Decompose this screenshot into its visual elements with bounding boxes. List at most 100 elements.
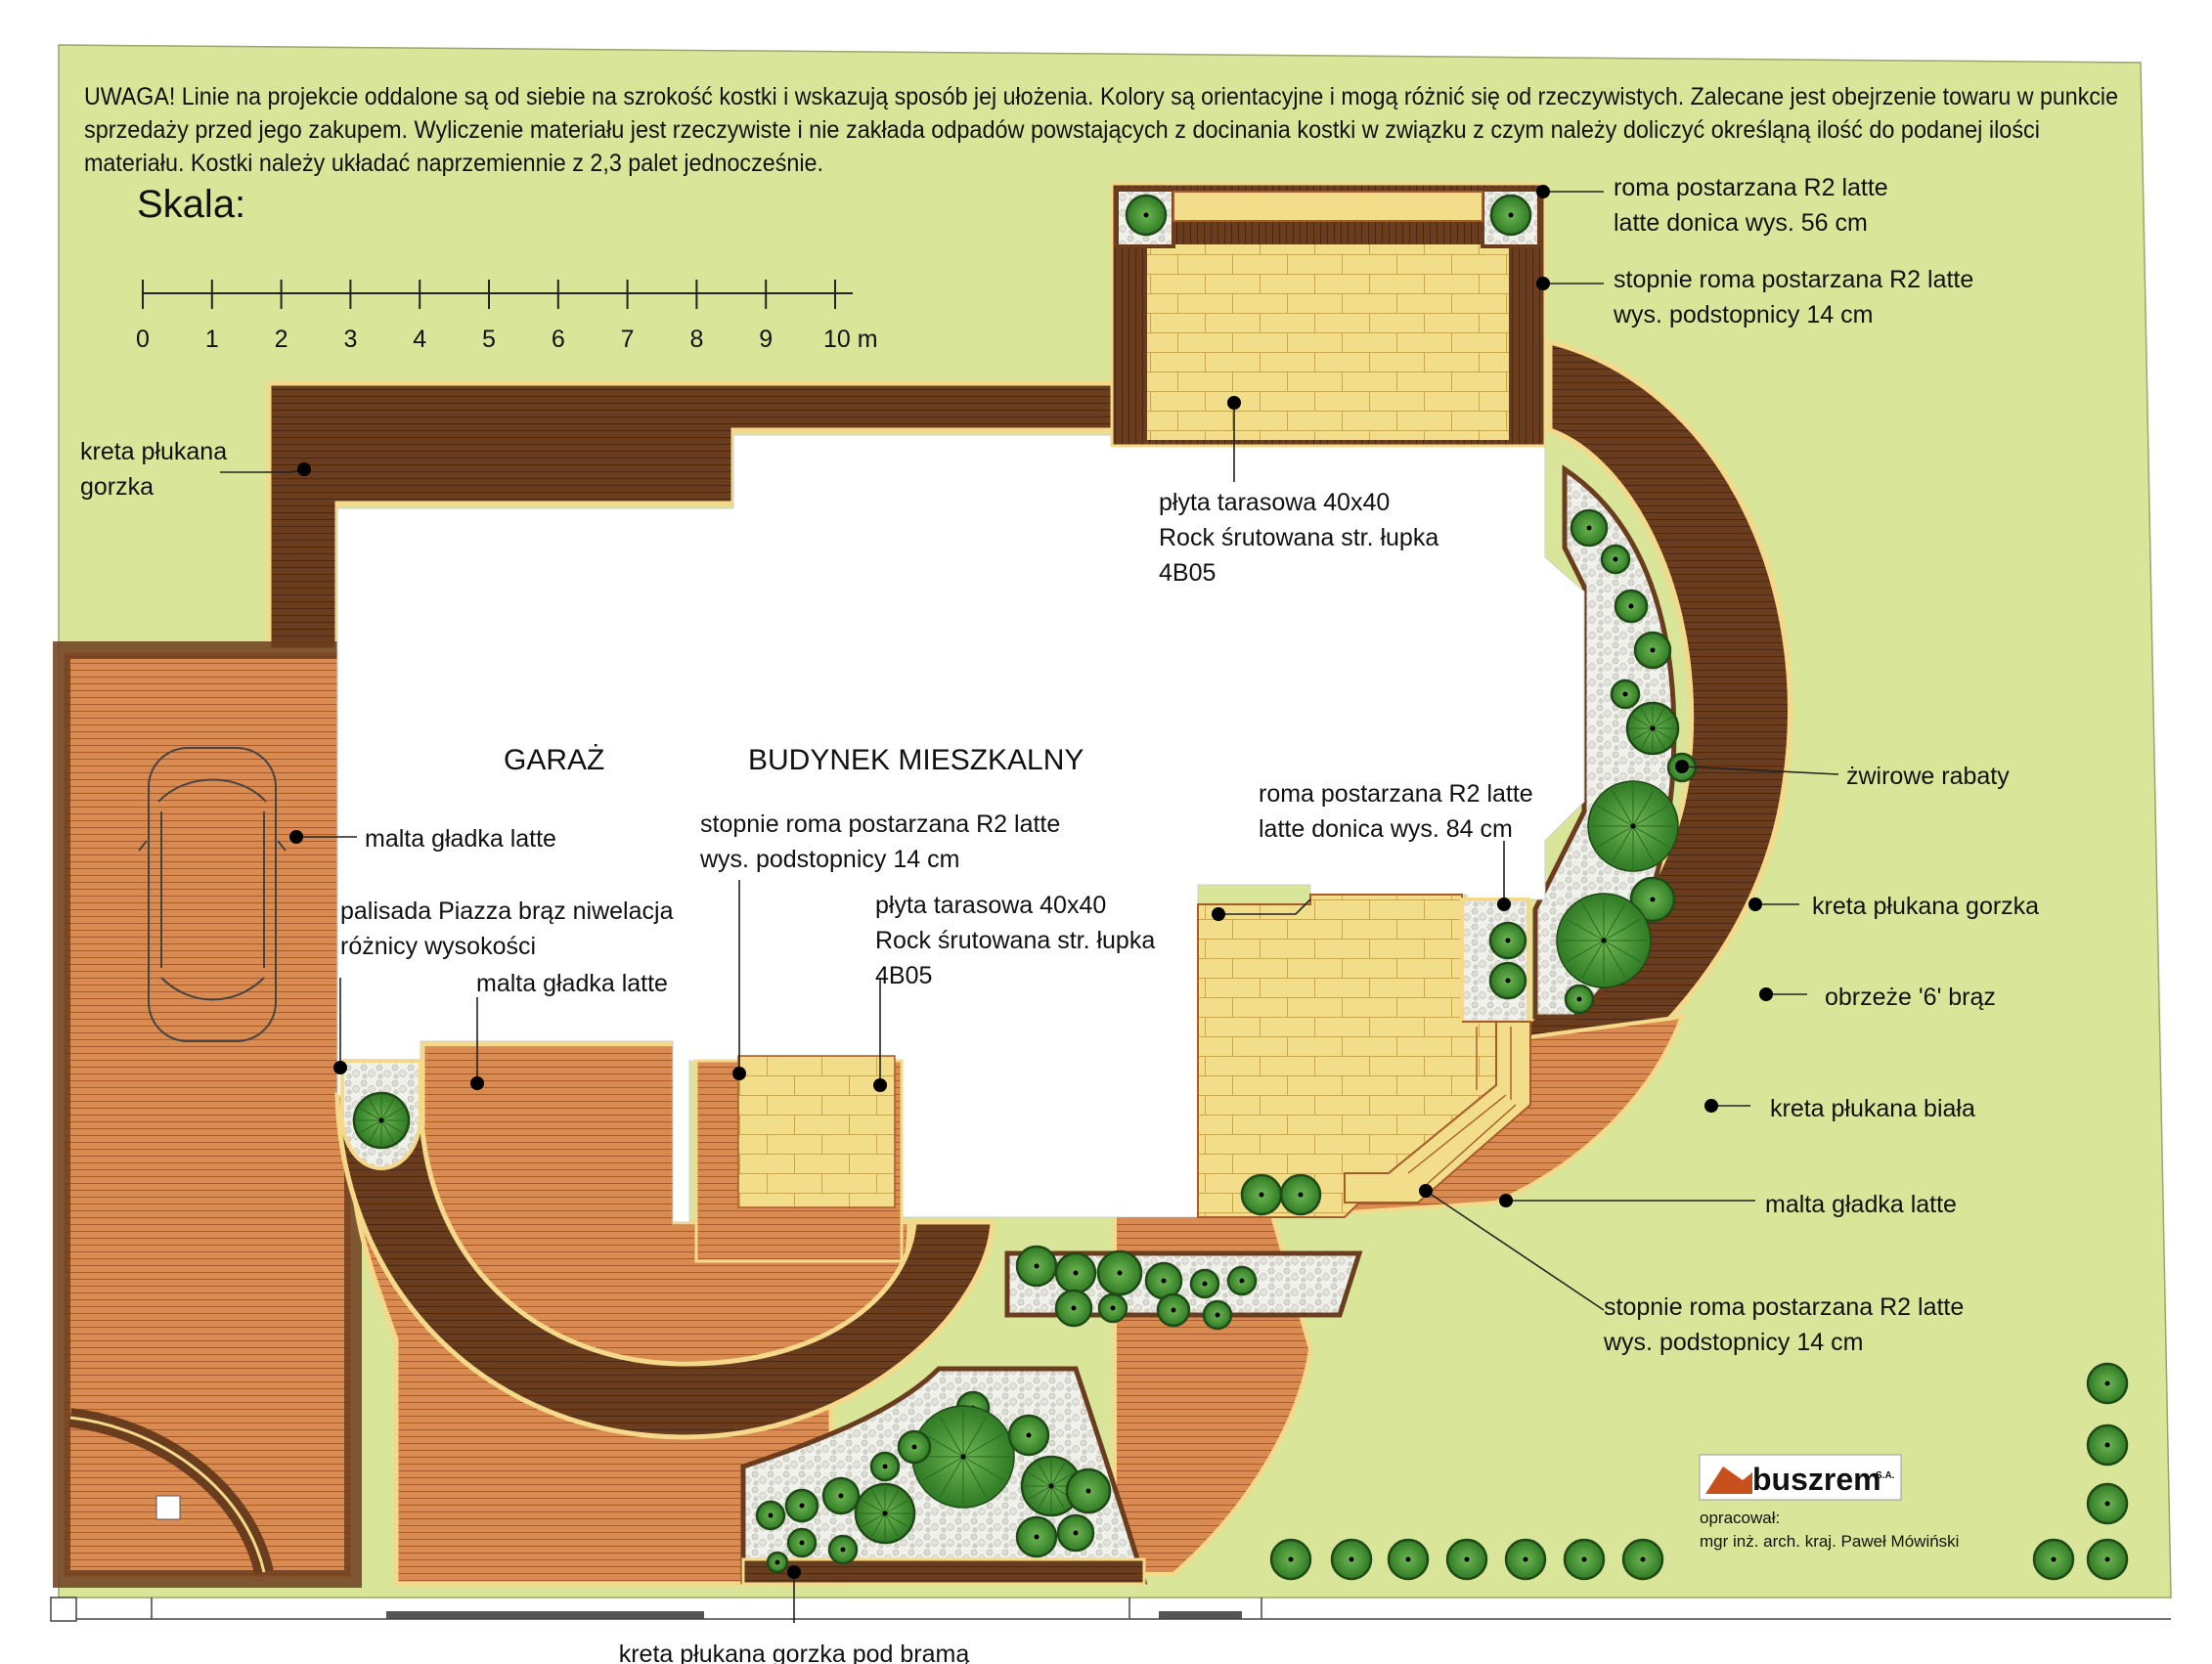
car-outline — [138, 747, 287, 1042]
shrub-center — [1143, 212, 1149, 218]
label-stopnie-bottom-1: stopnie roma postarzana R2 latte — [1604, 1293, 1964, 1321]
shrub-vein — [939, 1456, 964, 1498]
label-plyta-top-2: Rock śrutowana str. łupka — [1159, 524, 1438, 551]
shrub-vein — [962, 1416, 988, 1458]
shrub-center — [1048, 1483, 1054, 1489]
scale-tick-label: 6 — [552, 326, 565, 353]
shrub-center — [1349, 1556, 1354, 1562]
shrub-center — [840, 1547, 846, 1553]
plants-group — [352, 194, 2129, 1581]
shrub-center — [1034, 1534, 1040, 1540]
label-kreta-left-1: kreta płukana — [80, 438, 227, 465]
house-footprint — [336, 434, 1585, 1223]
shrub-vein — [368, 1098, 382, 1121]
mid-steps — [1344, 1021, 1531, 1204]
scale-tick-label: 0 — [136, 326, 150, 353]
shrub-center — [1073, 1530, 1079, 1536]
shrub-center — [1650, 897, 1656, 902]
author-label: opracował: — [1700, 1509, 1780, 1527]
logo-suffix: S.A. — [1876, 1470, 1895, 1481]
label-plyta-mid-1: płyta tarasowa 40x40 — [875, 892, 1106, 919]
label-roma-mid-1: roma postarzana R2 latte — [1259, 780, 1533, 808]
shrub-vein — [884, 1489, 900, 1514]
shrub-vein — [380, 1098, 395, 1121]
shrub-center — [1650, 725, 1656, 731]
mid-planter — [1460, 898, 1530, 1024]
leader-lines — [220, 185, 1839, 1623]
warning-note: UWAGA! Linie na projekcie oddalone są od… — [84, 83, 2118, 177]
shrub-vein — [1050, 1485, 1066, 1511]
shrub-center — [1161, 1278, 1167, 1284]
shrub-vein — [962, 1432, 1004, 1458]
shrub-vein — [1603, 940, 1642, 963]
small-terrace-tiles — [737, 1055, 896, 1208]
shrub-center — [1464, 1556, 1470, 1562]
shrub-vein — [1632, 805, 1669, 827]
top-step-strip — [1172, 191, 1483, 222]
shrub-vein — [1632, 716, 1654, 729]
shrub-vein — [884, 1512, 909, 1528]
shrub-vein — [380, 1119, 395, 1143]
shrub-center — [1034, 1263, 1040, 1269]
shrub-center — [1215, 1312, 1220, 1318]
scale-tick-label: 8 — [689, 326, 703, 353]
shrub-vein — [1597, 825, 1634, 848]
shrub-center — [1630, 823, 1636, 829]
shrub-vein — [962, 1456, 1004, 1481]
shrub-center — [1613, 556, 1618, 562]
mid-step-lines — [1407, 1027, 1517, 1189]
label-roma-top-2: latte donica wys. 56 cm — [1614, 209, 1868, 237]
label-malta-center: malta gładka latte — [476, 970, 668, 997]
fence-line — [50, 1597, 2171, 1622]
shrub-vein — [380, 1119, 404, 1134]
shrub-center — [2051, 1556, 2057, 1562]
shrub-vein — [1612, 790, 1634, 827]
shrub-vein — [1597, 805, 1634, 827]
company-logo: buszrem S.A. opracował: mgr inż. arch. k… — [1699, 1454, 1959, 1551]
scale-tick-label: 2 — [275, 326, 288, 353]
shrub-center — [1523, 1556, 1528, 1562]
driveway-left — [59, 647, 356, 1582]
shrub-center — [1628, 603, 1634, 609]
shrub-center — [1508, 212, 1514, 218]
shrub-center — [2104, 1442, 2110, 1448]
shrub-vein — [884, 1512, 900, 1538]
shrub-center — [1071, 1305, 1077, 1311]
shrub-center — [1586, 525, 1592, 531]
shrub-center — [1110, 1305, 1116, 1311]
shrub-vein — [1566, 918, 1605, 941]
shrub-vein — [1603, 940, 1626, 979]
shrub-vein — [1652, 727, 1665, 749]
label-stopnie-mid-2: wys. podstopnicy 14 cm — [699, 846, 959, 873]
shrub-center — [838, 1493, 844, 1499]
label-roma-mid-2: latte donica wys. 84 cm — [1259, 815, 1513, 843]
shrub-center — [911, 1444, 917, 1450]
shrub-center — [1601, 938, 1607, 943]
shrub-vein — [1652, 708, 1665, 729]
shrub-vein — [1632, 790, 1655, 827]
shrub-center — [1073, 1270, 1079, 1276]
shrub-center — [1085, 1488, 1091, 1494]
shrub-center — [1581, 1556, 1587, 1562]
shrub-center — [774, 1559, 780, 1565]
shrub-vein — [1581, 902, 1605, 941]
label-stopnie-top-1: stopnie roma postarzana R2 latte — [1614, 266, 1973, 293]
shrub-center — [1298, 1192, 1304, 1198]
shrub-center — [1202, 1281, 1208, 1287]
shrub-vein — [922, 1456, 964, 1481]
shrub-vein — [359, 1119, 382, 1134]
shrub-vein — [1640, 727, 1654, 749]
shrub-vein — [1037, 1485, 1052, 1511]
shrub-center — [1259, 1192, 1264, 1198]
drain-square — [155, 1495, 181, 1520]
logo-mark-icon — [1705, 1467, 1752, 1494]
shrub-vein — [870, 1489, 886, 1514]
shrub-center — [1622, 691, 1628, 697]
label-plyta-mid-2: Rock śrutowana str. łupka — [875, 927, 1155, 954]
shrub-vein — [1612, 825, 1634, 862]
shrub-center — [960, 1454, 966, 1460]
scale-tick-label: 10 m — [823, 326, 878, 353]
note-line-3: materiału. Kostki należy układać naprzem… — [84, 150, 823, 177]
